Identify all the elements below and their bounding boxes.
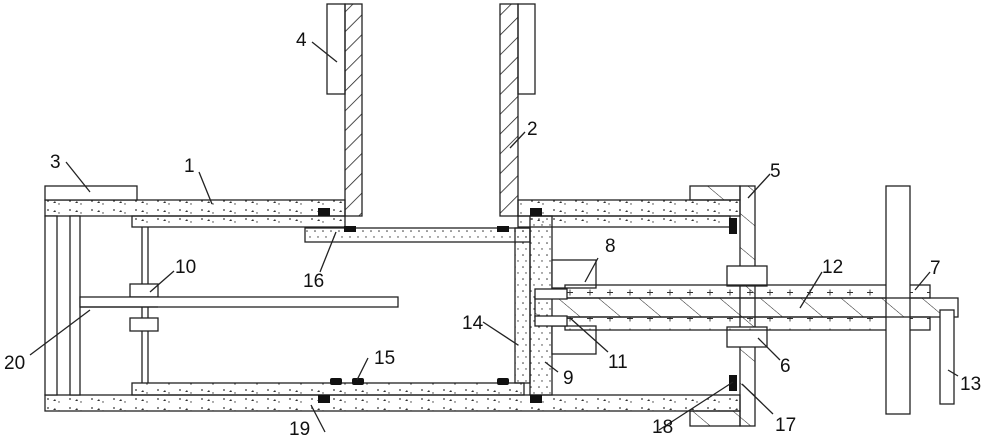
seal-19-top-left <box>318 208 330 216</box>
label-4: 4 <box>296 30 307 51</box>
seal-15-c <box>497 378 509 385</box>
label-20: 20 <box>4 353 25 374</box>
inner-bottom-plate <box>131 382 525 396</box>
collar-left <box>326 3 346 95</box>
inner-top-plate <box>131 215 346 228</box>
label-3: 3 <box>50 152 61 173</box>
screw-nut-top <box>534 288 568 300</box>
slider-block-bottom <box>129 317 159 332</box>
handle-13 <box>939 309 955 405</box>
flange-5-bottom <box>689 410 741 427</box>
screw-nut-bottom <box>534 315 568 327</box>
seal-15-a <box>330 378 342 385</box>
label-19: 19 <box>289 419 310 440</box>
lead-screw <box>534 297 959 318</box>
label-7: 7 <box>930 258 941 279</box>
collar-right <box>517 3 536 95</box>
label-15: 15 <box>374 348 395 369</box>
seal-16-right <box>497 226 509 232</box>
tube-wall-right <box>499 3 519 217</box>
seal-19-bottom-left <box>318 395 330 403</box>
seal-17-top <box>729 218 737 234</box>
liner-vertical <box>514 227 531 384</box>
flange-5-top <box>689 185 741 201</box>
label-13: 13 <box>960 374 981 395</box>
label-11: 11 <box>608 352 628 373</box>
left-inner-post <box>69 215 81 396</box>
seal-19-top-right <box>530 208 542 216</box>
bearing-block-top <box>726 265 768 287</box>
label-18: 18 <box>652 417 673 438</box>
seal-17-bottom <box>729 375 737 391</box>
label-9: 9 <box>563 368 574 389</box>
top-left-block <box>44 185 138 201</box>
label-14: 14 <box>462 313 484 334</box>
label-16: 16 <box>303 271 324 292</box>
label-10: 10 <box>175 257 196 278</box>
label-12: 12 <box>822 257 843 278</box>
housing-top-right <box>517 199 741 217</box>
push-plate <box>79 296 399 308</box>
seal-16-left <box>344 226 356 232</box>
label-2: 2 <box>527 119 538 140</box>
seal-15-b <box>352 378 364 385</box>
slider-block-top <box>129 283 159 298</box>
liner-top <box>304 227 531 243</box>
housing-top-left <box>44 199 346 217</box>
tube-wall-left <box>344 3 363 217</box>
label-6: 6 <box>780 356 791 377</box>
sleeve-top <box>564 284 931 299</box>
left-end-wall <box>44 215 58 396</box>
leader-lines <box>29 41 959 433</box>
sleeve-bottom <box>564 316 931 331</box>
label-1: 1 <box>184 156 195 177</box>
housing-bottom <box>44 394 741 412</box>
label-17: 17 <box>775 415 796 436</box>
seal-19-bottom-right <box>530 395 542 403</box>
label-5: 5 <box>770 161 781 182</box>
label-8: 8 <box>605 236 616 257</box>
